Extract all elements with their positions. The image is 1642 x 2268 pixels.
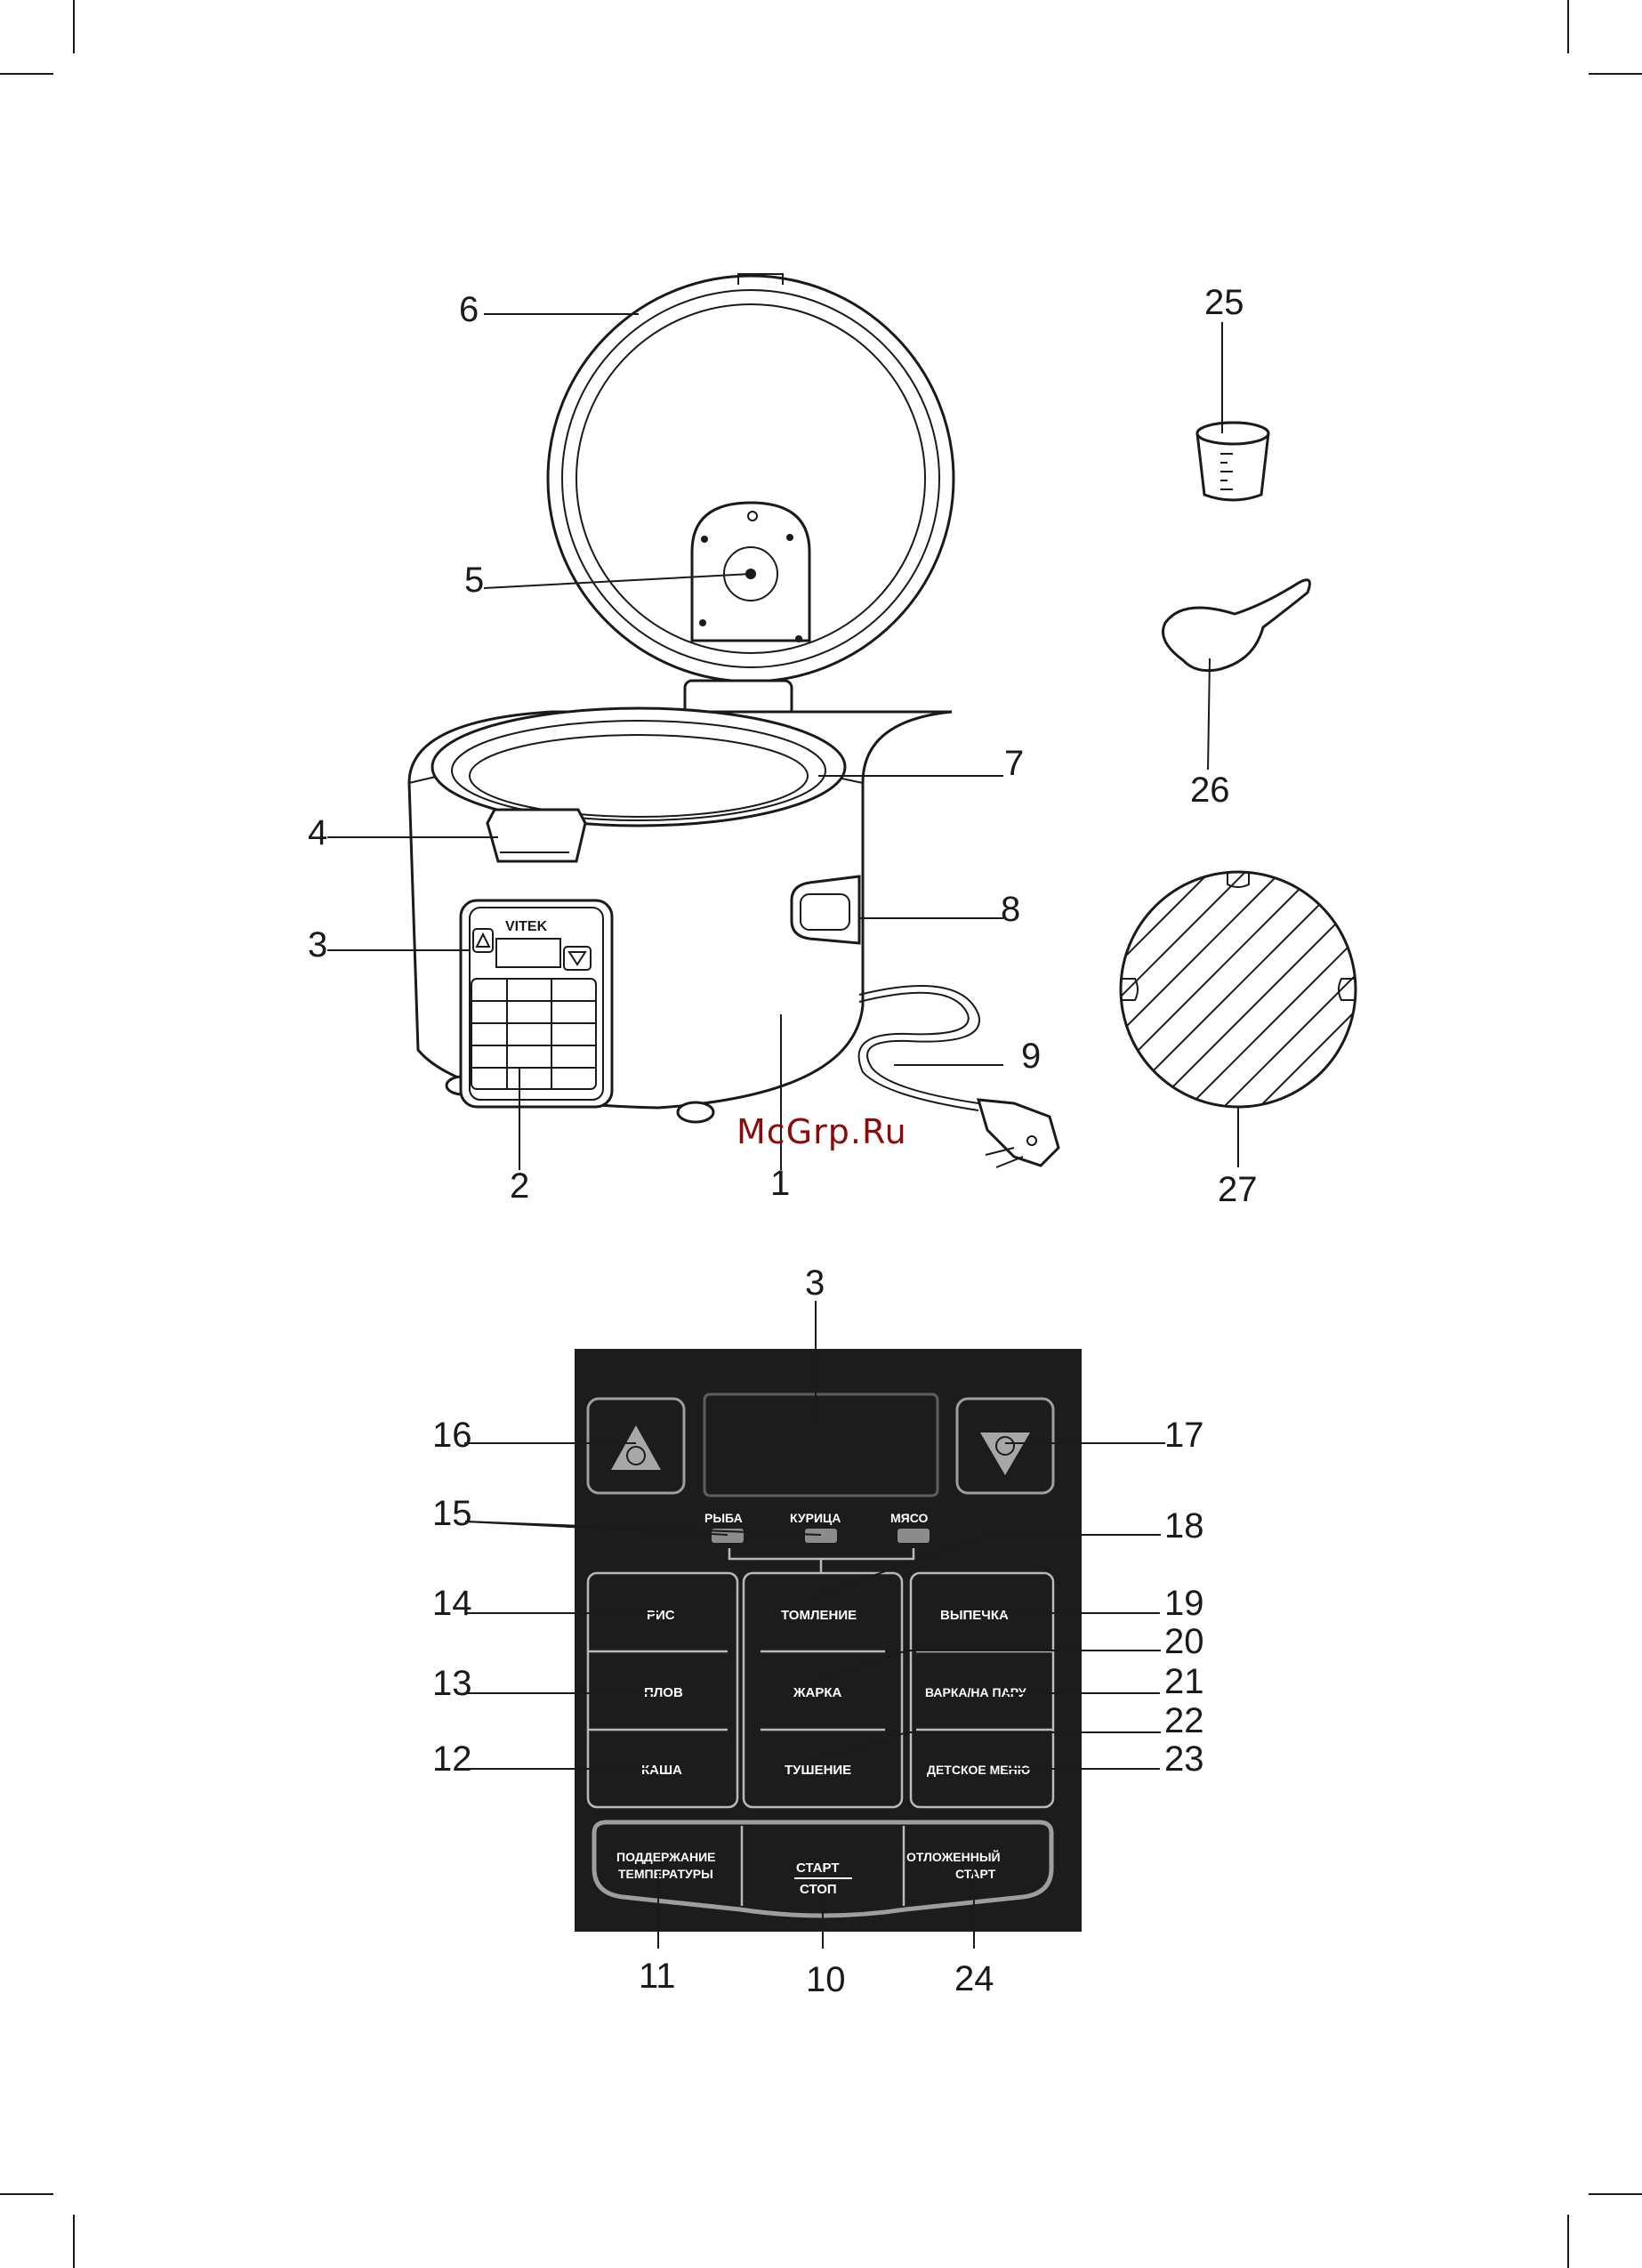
callout-8: 8 [1001, 890, 1020, 929]
brand-logo: VITEK [505, 919, 548, 934]
callout-16: 16 [432, 1416, 472, 1455]
button-rice[interactable]: РИС [647, 1608, 675, 1623]
callout-13: 13 [432, 1664, 472, 1703]
callout-6: 6 [459, 290, 479, 329]
callout-10: 10 [806, 1960, 846, 1999]
rice-spoon [1163, 580, 1310, 671]
button-bake[interactable]: ВЫПЕЧКА [940, 1608, 1009, 1623]
callout-15: 15 [432, 1494, 472, 1533]
callout-18: 18 [1164, 1506, 1204, 1546]
button-simmer[interactable]: ТОМЛЕНИЕ [781, 1608, 857, 1623]
button-fry[interactable]: ЖАРКА [793, 1685, 842, 1700]
control-panel-detail: РЫБА КУРИЦА МЯСО РИС ПЛОВ КАША ТОМЛЕНИЕ … [575, 1349, 1082, 1932]
callout-14: 14 [432, 1584, 472, 1623]
callout-24: 24 [954, 1959, 994, 1998]
lid-release-button [487, 810, 585, 861]
multicooker-illustration: VITEK [409, 274, 1058, 1167]
callout-22: 22 [1164, 1701, 1204, 1740]
callout-25: 25 [1204, 283, 1244, 322]
button-porridge[interactable]: КАША [641, 1763, 682, 1778]
indicator-label-chicken: КУРИЦА [790, 1511, 841, 1525]
callout-11: 11 [639, 1957, 676, 1996]
callout-5: 5 [464, 561, 484, 600]
callout-2: 2 [510, 1166, 529, 1206]
indicator-meat [897, 1529, 930, 1543]
watermark: McGrp.Ru [736, 1112, 907, 1151]
callout-26: 26 [1190, 771, 1230, 810]
inner-pot [432, 708, 845, 826]
steam-grate [1103, 854, 1388, 1139]
indicator-label-meat: МЯСО [890, 1511, 928, 1525]
power-cord [859, 986, 979, 1103]
button-stew[interactable]: ТУШЕНИЕ [785, 1763, 851, 1778]
foot [678, 1102, 713, 1122]
button-start[interactable]: СТАРТ [796, 1860, 839, 1876]
callout-23: 23 [1164, 1739, 1204, 1779]
callout-4: 4 [308, 813, 327, 852]
button-keep-warm-line2[interactable]: ТЕМПЕРАТУРЫ [618, 1867, 713, 1881]
callout-7: 7 [1004, 744, 1024, 783]
callout-12: 12 [432, 1739, 472, 1779]
indicator-label-fish: РЫБА [704, 1511, 743, 1525]
callout-17: 17 [1164, 1416, 1204, 1455]
indicator-chicken [805, 1529, 837, 1543]
power-plug [978, 1100, 1058, 1167]
callout-9: 9 [1021, 1037, 1041, 1076]
callout-20: 20 [1164, 1622, 1204, 1661]
button-stop[interactable]: СТОП [800, 1882, 837, 1897]
callout-27: 27 [1218, 1170, 1258, 1209]
callout-1: 1 [770, 1164, 790, 1203]
callout-19: 19 [1164, 1584, 1204, 1623]
button-delay-start-line1[interactable]: ОТЛОЖЕННЫЙ [906, 1849, 1001, 1864]
callout-3: 3 [308, 925, 327, 965]
callout-21: 21 [1164, 1662, 1204, 1701]
callout-3-panel: 3 [805, 1263, 825, 1303]
button-keep-warm-line1[interactable]: ПОДДЕРЖАНИЕ [616, 1850, 715, 1864]
button-delay-start-line2[interactable]: СТАРТ [955, 1867, 996, 1881]
measuring-cup [1197, 423, 1268, 500]
